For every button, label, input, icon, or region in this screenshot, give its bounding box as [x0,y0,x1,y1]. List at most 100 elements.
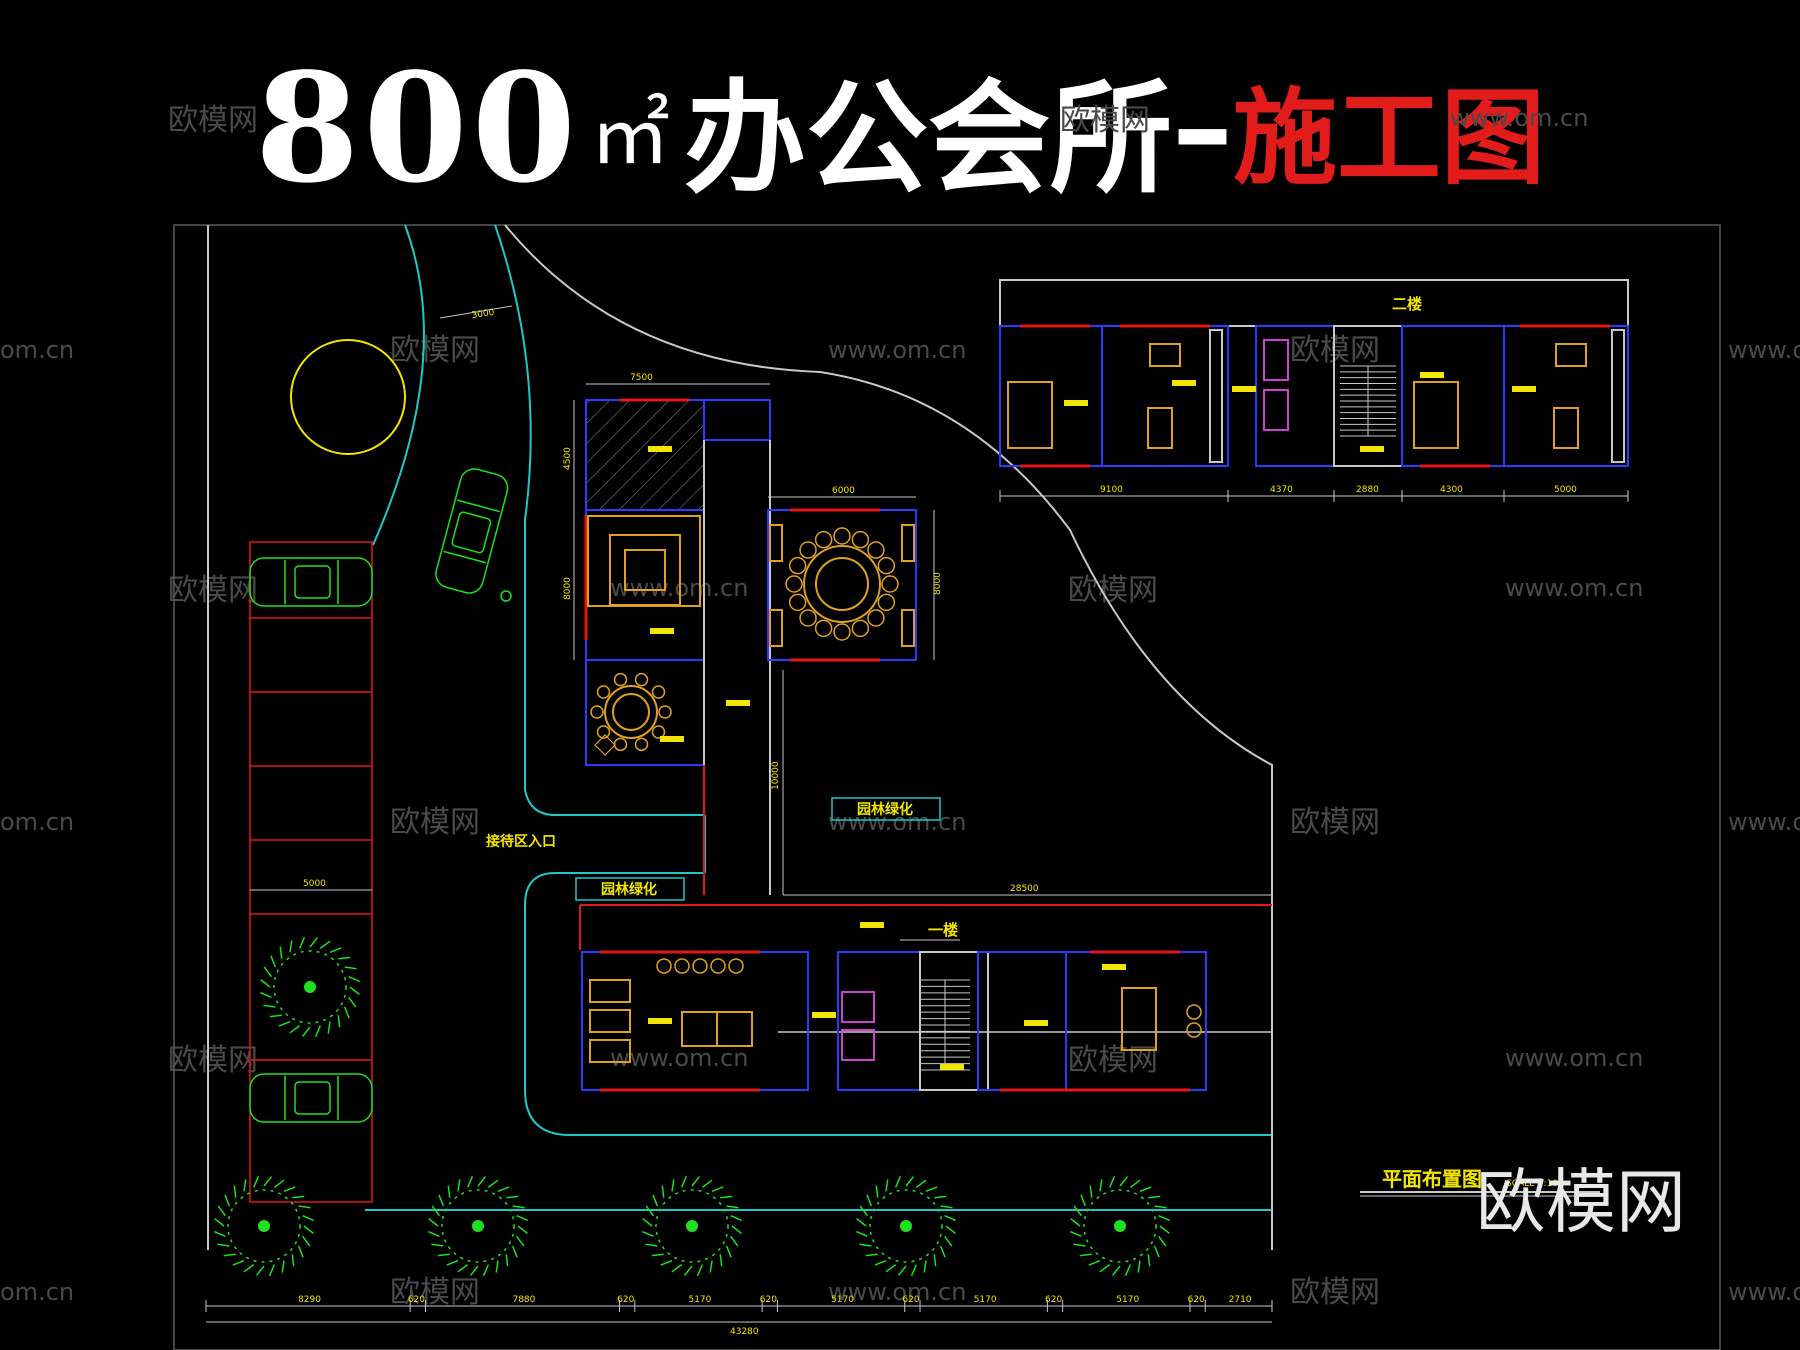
second-floor-stairs [1340,365,1396,437]
watermark-text: www.om.cn [1450,104,1588,132]
room-tag [648,446,672,452]
watermark-text: 欧模网 [1068,1043,1158,1078]
site-boundary-curve [504,224,1273,1250]
dim-floor2-seg: 4300 [1440,485,1463,495]
watermark-text: om.cn [0,1278,74,1306]
watermark-text: www.om.cn [828,808,966,836]
title-dash: – [1172,57,1234,200]
chair-icon [833,623,851,641]
floor1-label: 一楼 [928,921,958,939]
dim-floor2-seg: 5000 [1554,485,1577,495]
chair-icon [867,541,885,559]
room-tag [860,922,884,928]
chair-icon [867,609,885,627]
room-tag [726,700,750,706]
chair-icon [634,672,649,687]
room-tag [812,1012,836,1018]
chair-icon [788,556,807,575]
first-floor-plan [579,904,1272,1092]
dim-bottom-seg: 2710 [1229,1295,1252,1305]
dining-chairs-large [785,527,899,641]
dim-dining-height: 8000 [933,572,943,595]
watermark-text: www.om.cn [610,1044,748,1072]
floor2-dimension-texts: 9100 4370 2880 4300 5000 [1100,485,1577,495]
chair-icon [613,737,628,752]
car-icon [249,557,373,607]
chair-icon [877,556,896,575]
room-tag [1102,964,1126,970]
tree-icon [642,1176,742,1276]
garden-label-box [575,877,685,901]
room-tag [1512,386,1536,392]
dim-bottom-seg: 5170 [974,1295,997,1305]
dim-block-h2: 8000 [563,577,573,600]
chair-icon [881,575,899,593]
dim-bottom-seg: 620 [1188,1295,1205,1305]
watermark-text: www.om.cn [1505,1044,1643,1072]
chair-icon [799,541,817,559]
watermark-text: 欧模网 [390,805,480,840]
tree-icon [428,1176,528,1276]
dim-bottom-seg: 620 [408,1295,425,1305]
room-tag [1232,386,1256,392]
watermark-text: 欧模网 [1290,805,1380,840]
dim-bottom-seg: 620 [617,1295,634,1305]
dim-floor2-seg: 4370 [1270,485,1293,495]
watermark-text: 欧模网 [168,1043,258,1078]
room-tag [1360,446,1384,452]
bottom-dimension-line [205,1300,1273,1312]
parking-lot [249,541,373,1203]
first-floor-stairs [920,979,970,1071]
chair-icon [651,685,666,699]
title-unit: ㎡ [590,88,671,182]
watermark-text: www.om.cn [1505,574,1643,602]
reception-block [584,398,771,895]
chair-icon [590,705,604,719]
dim-total: 43280 [730,1327,759,1337]
dim-bottom-seg: 620 [760,1295,777,1305]
car-icon [435,468,509,594]
chair-icon [877,593,896,612]
room-tag [650,628,674,634]
room-tag [1024,1020,1048,1026]
dim-courtyard-h: 10000 [771,761,781,790]
dim-block-width: 7500 [630,373,653,383]
chair-icon [799,609,817,627]
chair-icon [651,725,666,739]
watermark-text: www.om.cn [1728,336,1800,364]
room-tag [1172,380,1196,386]
chair-icon [788,593,807,612]
dim-bottom-seg: 7880 [512,1295,535,1305]
tree-icon [1070,1176,1170,1276]
room-tag [940,1064,964,1070]
chair-icon [851,530,870,549]
access-road [365,224,1272,1211]
watermark-text: www.om.cn [1728,1278,1800,1306]
tree-icon [856,1176,956,1276]
floor2-label: 二楼 [1392,295,1422,313]
tree-icon [214,1176,314,1276]
chair-icon [658,705,672,719]
chair-icon [785,575,803,593]
car-icon [249,1073,373,1123]
plan-title: 平面布置图 [1382,1167,1482,1191]
room-tag [1064,400,1088,406]
chair-icon [596,725,611,739]
dim-bottom-seg: 5170 [831,1295,854,1305]
dim-dining-width: 6000 [832,486,855,496]
chair-icon [814,530,833,549]
shrub-icon [500,590,512,602]
chair-icon [814,619,833,638]
title-subtitle: 施工图 [1233,77,1546,199]
drawing-frame [173,224,1721,1350]
dim-bottom-seg: 620 [902,1295,919,1305]
brand-watermark: 欧模网 [1476,1161,1686,1243]
reception-entry-label: 接待区入口 [486,833,556,850]
round-lawn [290,339,406,455]
watermark-text: 欧模网 [168,103,258,138]
watermark-text: 欧模网 [1290,1275,1380,1310]
watermark-text: 欧模网 [168,573,258,608]
